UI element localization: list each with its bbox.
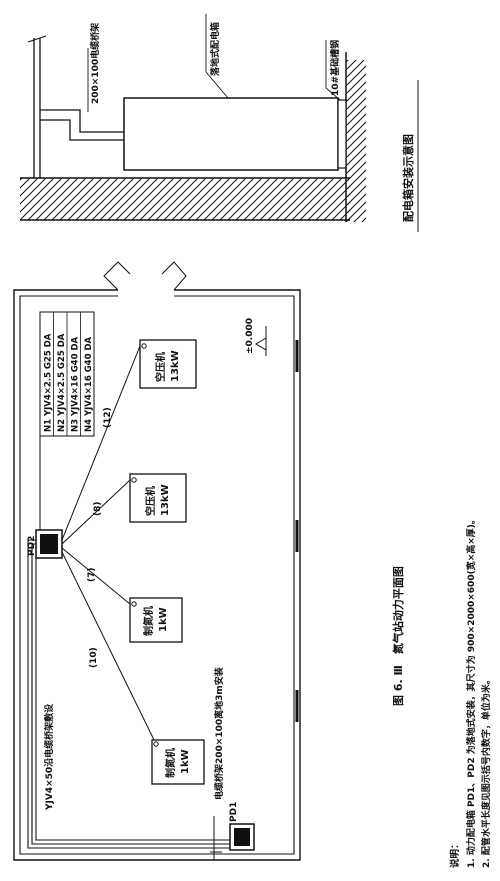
elevation-label: ±0.000 xyxy=(245,318,255,354)
schedule-row: N3 YJV4×16 G40 DA xyxy=(71,336,81,432)
equipment-name: 制氮机 xyxy=(164,748,177,778)
room-wall-inner xyxy=(19,295,295,855)
channel-label: 10#基础槽钢 xyxy=(329,40,341,96)
tray-label: 200×100电缆桥架 xyxy=(89,23,101,104)
schedule-row: N1 YJV4×2.5 G25 DA xyxy=(44,333,54,432)
elevation-mark xyxy=(255,337,267,351)
floor-cabinet xyxy=(123,97,339,171)
feeder-n3 xyxy=(61,479,131,545)
pd1-box-inner xyxy=(234,828,250,846)
door-swing xyxy=(103,261,131,291)
tray-feed xyxy=(40,119,124,141)
pd2-label: PD2 xyxy=(27,536,37,556)
cable-run-label: YJV4×50沿电缆桥架敷设 xyxy=(43,703,55,811)
length-label: (10) xyxy=(89,647,99,668)
room-wall-outer xyxy=(13,289,301,861)
trunk-cable xyxy=(35,547,232,841)
equipment-2: 制氮机 1kW xyxy=(129,597,183,643)
install-caption: 配电箱安装示意图 xyxy=(401,134,415,222)
equipment-3: 空压机 13kW xyxy=(129,473,187,523)
feeder-n4 xyxy=(61,345,141,541)
floor-plan: PD1 PD2 N1 YJV4×2.5 G25 DA N2 YJV4×2.5 G… xyxy=(13,261,301,861)
equipment-power: 1kW xyxy=(180,749,191,774)
trunk-cable xyxy=(27,539,232,849)
pd2-box-inner xyxy=(40,534,58,554)
schedule-row: N4 YJV4×16 G40 DA xyxy=(84,336,94,432)
install-detail: 200×100电缆桥架 落地式配电箱 10#基础槽钢 配电箱安装示意图 xyxy=(20,14,419,232)
pd1-label: PD1 xyxy=(229,802,239,822)
length-label: (12) xyxy=(103,407,113,428)
feeder-n1 xyxy=(61,551,157,745)
notes: 说明： 1. 动力配电箱 PD1、PD2 为落地式安装，其尺寸为 900×200… xyxy=(449,515,492,868)
equipment-power: 1kW xyxy=(158,607,169,632)
floor-hatch xyxy=(346,60,366,222)
equipment-4: 空压机 13kW xyxy=(139,339,197,389)
cabinet-label: 落地式配电箱 xyxy=(209,22,221,76)
figure-caption: 图 6. Ⅲ 氮气站动力平面图 xyxy=(391,566,405,706)
tray-feed xyxy=(40,109,124,133)
base-channel xyxy=(337,99,347,169)
door-swing xyxy=(161,261,187,291)
equipment-power: 13kW xyxy=(170,350,181,382)
length-label: (8) xyxy=(93,502,103,517)
equipment-name: 制氮机 xyxy=(142,606,155,636)
note-item: 1. 动力配电箱 PD1、PD2 为落地式安装，其尺寸为 900×2000×60… xyxy=(465,515,477,868)
wall-hatch xyxy=(20,178,350,220)
equipment-name: 空压机 xyxy=(144,486,157,516)
equipment-1: 制氮机 1kW xyxy=(151,739,205,785)
leader-cabinet xyxy=(205,71,229,99)
schedule-row: N2 YJV4×2.5 G25 DA xyxy=(57,333,67,432)
length-label: (7) xyxy=(87,568,97,583)
equipment-power: 13kW xyxy=(160,484,171,516)
notes-heading: 说明： xyxy=(449,839,461,868)
note-item: 2. 配管水平长度见图示括号内数字，单位为米。 xyxy=(480,675,492,868)
tray-break xyxy=(27,35,47,43)
leader-channel xyxy=(325,87,341,101)
tray-install-label: 电缆桥架200×100离地3m安装 xyxy=(213,666,225,800)
feeder-n2 xyxy=(61,547,131,605)
equipment-name: 空压机 xyxy=(154,352,167,382)
